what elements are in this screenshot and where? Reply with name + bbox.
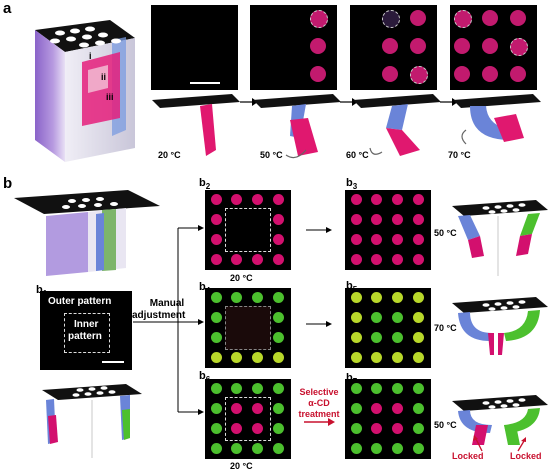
a-temp-60: 60 °C — [346, 150, 369, 160]
marker-i: i — [89, 51, 92, 61]
panel-b-label: b — [3, 175, 13, 192]
a-image-60c — [350, 5, 437, 90]
middle-arrows — [304, 227, 335, 426]
b3-illustration — [452, 200, 548, 276]
b7-illustration — [452, 395, 548, 452]
selective-label-2: α-CD — [308, 398, 330, 408]
panel-b-box-illustration — [14, 190, 160, 276]
manual-label-2: adjustment — [132, 310, 186, 321]
b5-image — [345, 288, 431, 368]
a-image-20c — [151, 5, 238, 90]
selective-label-3: treatment — [298, 409, 340, 419]
scale-bar — [102, 361, 124, 363]
selective-label-1: Selective — [299, 387, 339, 397]
marker-ii: ii — [101, 72, 107, 82]
a-image-50c — [250, 5, 337, 90]
a-image-70c — [450, 5, 537, 90]
b2-temp: 20 °C — [230, 273, 253, 283]
scale-bar — [190, 82, 220, 84]
locked-label-right: Locked — [510, 451, 542, 461]
b3-label: b3 — [346, 177, 358, 192]
a-sheets-and-arrows — [152, 94, 541, 159]
b2-image — [205, 190, 291, 270]
inner-pattern-box — [64, 313, 110, 353]
b5-temp: 70 °C — [434, 323, 457, 333]
panel-a-label: a — [3, 0, 12, 17]
a-temp-70: 70 °C — [448, 150, 471, 160]
b7-image — [345, 379, 431, 459]
b5-illustration — [452, 297, 548, 355]
inner-pattern-label-2: pattern — [68, 331, 102, 342]
b6-temp: 20 °C — [230, 461, 253, 471]
b6-image — [205, 379, 291, 459]
inner-pattern-label-1: Inner — [74, 319, 99, 330]
panel-a-box-illustration — [35, 20, 135, 162]
locked-label-left: Locked — [452, 451, 484, 461]
branch-arrows — [133, 225, 204, 415]
b2-label: b2 — [199, 177, 211, 192]
a-temp-20: 20 °C — [158, 150, 181, 160]
manual-label-1: Manual — [149, 298, 185, 309]
b7-temp: 50 °C — [434, 420, 457, 430]
b3-temp: 50 °C — [434, 228, 457, 238]
outer-pattern-label: Outer pattern — [48, 296, 112, 307]
b-left-sheet-illustration — [42, 384, 142, 458]
b3-image — [345, 190, 431, 270]
a-temp-50: 50 °C — [260, 150, 283, 160]
b1-schematic: Outer pattern Inner pattern — [40, 291, 132, 370]
b4-image — [205, 288, 291, 368]
marker-iii: iii — [106, 92, 114, 102]
